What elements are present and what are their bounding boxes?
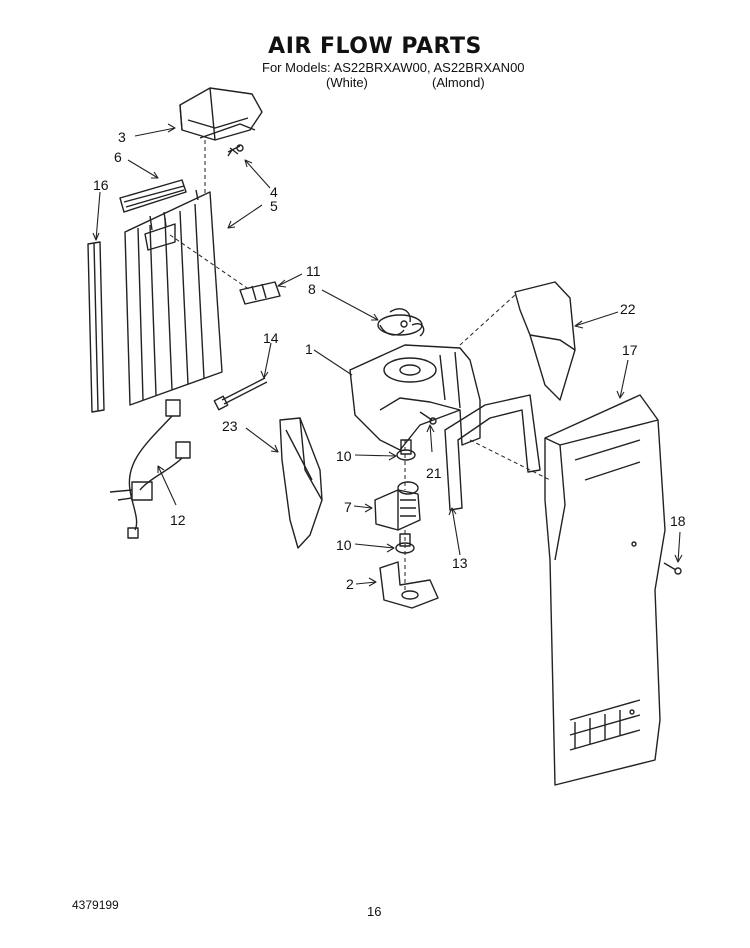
- page-number: 16: [367, 904, 382, 919]
- assembly-lines: [169, 140, 551, 592]
- callout-4: 4: [270, 184, 278, 200]
- part-21-screw: [419, 411, 437, 425]
- callout-2: 2: [346, 576, 354, 592]
- variant-almond: (Almond): [432, 75, 485, 90]
- part-23-side-baffle: [279, 417, 323, 549]
- callout-10-upper: 10: [336, 448, 352, 464]
- part-3-duct-cap: [179, 87, 263, 141]
- callout-23: 23: [222, 418, 238, 434]
- callout-labels: 1 2 3 4 5 6 7 8 10 10 11 12 13 14 16 17 …: [93, 129, 686, 592]
- part-10-washer-upper: [396, 439, 416, 461]
- part-16-seal-strip: [87, 241, 105, 413]
- part-22-air-channel: [514, 281, 576, 401]
- callout-5: 5: [270, 198, 278, 214]
- callout-14: 14: [263, 330, 279, 346]
- part-1-fan-shroud: [349, 344, 481, 451]
- callout-13: 13: [452, 555, 468, 571]
- callout-10-lower: 10: [336, 537, 352, 553]
- callout-18: 18: [670, 513, 686, 529]
- callout-11: 11: [306, 263, 321, 279]
- callout-6: 6: [114, 149, 122, 165]
- callout-17: 17: [622, 342, 638, 358]
- callout-22: 22: [620, 301, 636, 317]
- part-12-wiring-harness: [109, 399, 191, 539]
- part-2-motor-bracket: [379, 561, 439, 609]
- part-13-u-seal: [444, 394, 541, 511]
- part-4-screw: [227, 144, 244, 157]
- part-5-cover-panel: [124, 189, 223, 406]
- callout-7: 7: [344, 499, 352, 515]
- leader-lines: [92, 123, 683, 587]
- part-6-louver: [119, 179, 187, 213]
- part-8-fan-blade: [377, 308, 425, 337]
- part-18-screw: [663, 562, 682, 575]
- callout-12: 12: [170, 512, 186, 528]
- part-7-fan-motor: [374, 481, 421, 531]
- callout-8: 8: [308, 281, 316, 297]
- part-11-bracket: [239, 281, 281, 305]
- part-10-washer-lower: [395, 533, 415, 554]
- part-14-long-screw: [213, 377, 268, 411]
- part-17-rear-air-duct: [544, 394, 666, 786]
- callout-21: 21: [426, 465, 442, 481]
- callout-3: 3: [118, 129, 126, 145]
- variant-white: (White): [326, 75, 368, 90]
- document-number: 4379199: [72, 898, 119, 912]
- callout-16: 16: [93, 177, 109, 193]
- models-line: For Models: AS22BRXAW00, AS22BRXAN00: [262, 60, 525, 75]
- callout-1: 1: [305, 341, 313, 357]
- page-title: AIR FLOW PARTS: [268, 34, 482, 59]
